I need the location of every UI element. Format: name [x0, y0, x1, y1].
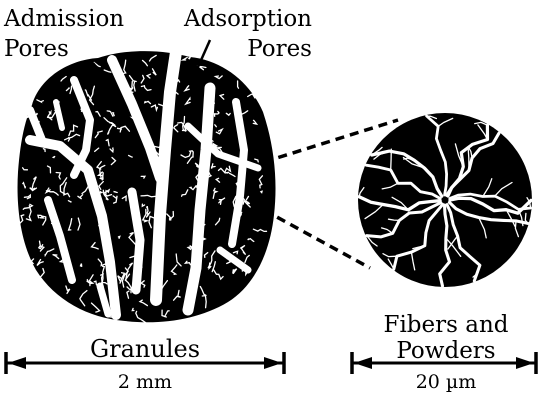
micropore-squiggle [80, 264, 81, 267]
admission-label-line2: Pores [4, 36, 69, 62]
micropore-squiggle [53, 157, 54, 158]
connector-dash-bottom [264, 210, 370, 268]
micropore-squiggle [100, 192, 103, 194]
granules-scale-label: 2 mm [118, 371, 172, 393]
admission-label-line1: Admission [3, 6, 124, 32]
fibers-scale-label: 20 µm [416, 371, 477, 393]
fiber-cross-section-icon [358, 113, 532, 287]
micropore-squiggle [68, 138, 69, 141]
adsorption-label-line2: Pores [247, 36, 312, 62]
micropore-squiggle [189, 57, 191, 59]
micropore-squiggle [118, 236, 119, 238]
fibers-label-line2: Powders [396, 338, 495, 364]
fiber-branch-channel [468, 149, 469, 171]
fiber-body [358, 113, 532, 287]
granule-pore-network-icon [18, 51, 276, 323]
micropore-squiggle [46, 141, 47, 143]
adsorption-label-line1: Adsorption [183, 6, 312, 32]
granules-label: Granules [90, 335, 200, 363]
fibers-label-line1: Fibers and [383, 312, 508, 338]
